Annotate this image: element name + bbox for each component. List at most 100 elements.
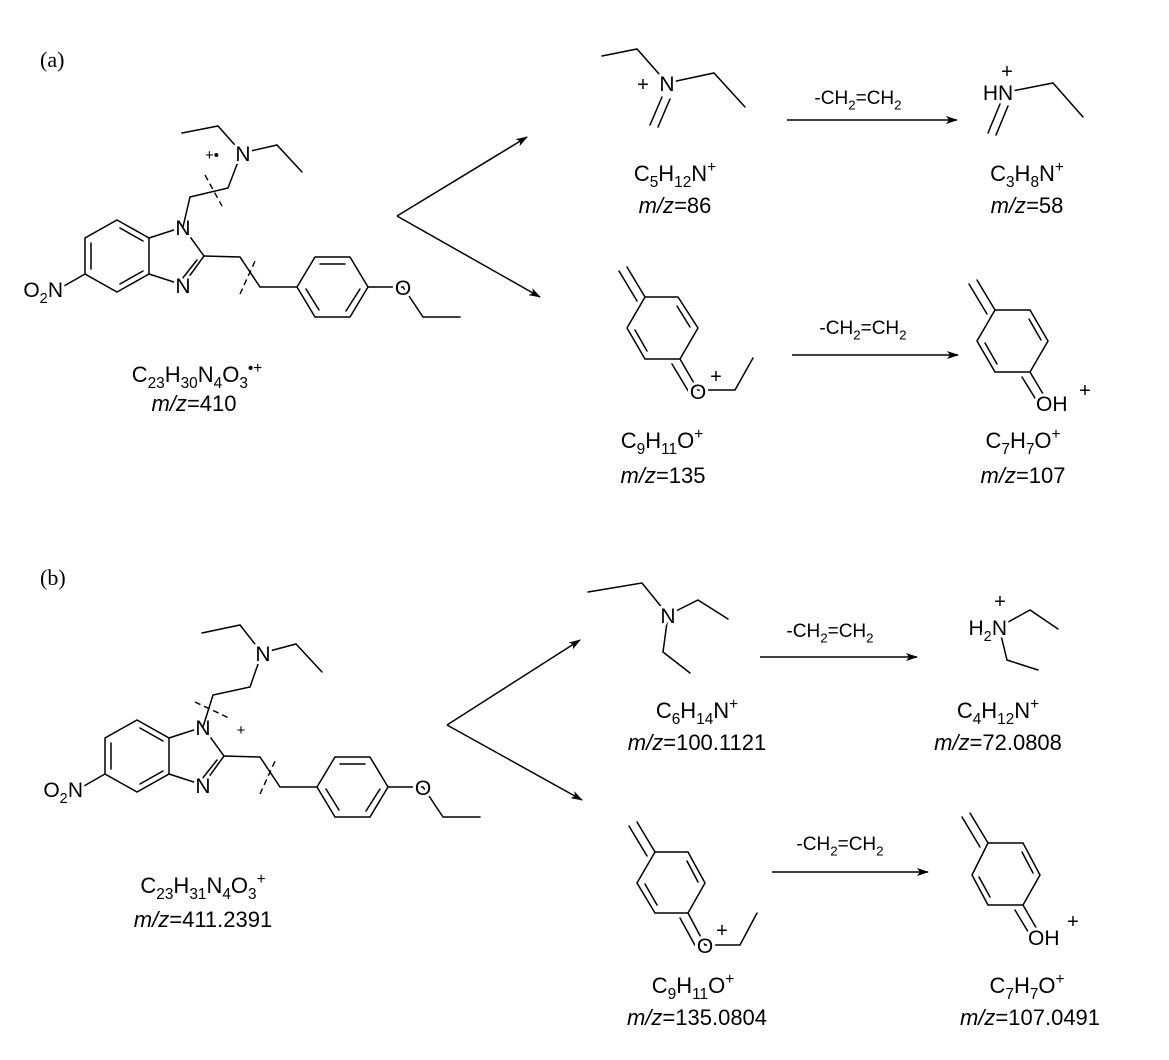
parent-molecule: N N O2N O N + C23H31N4O3+ m/z=411.2391: [40, 624, 481, 932]
bond: [969, 812, 989, 844]
bond: [968, 283, 988, 315]
atom-n: N: [659, 73, 674, 96]
bond: [181, 259, 198, 280]
neutral-loss-label: -CH2=CH2: [819, 318, 906, 342]
bond: [119, 270, 144, 285]
bond: [1006, 82, 1084, 118]
bond: [961, 816, 981, 848]
bond: [679, 917, 698, 950]
bond: [626, 296, 699, 360]
bond: [84, 219, 150, 293]
bond: [587, 582, 669, 616]
bond: [104, 719, 170, 793]
bond: [119, 227, 144, 242]
oxonium-product: OH + C7H7O+ m/z=107.0491: [960, 812, 1100, 1030]
cleavage-mark: [259, 758, 277, 795]
fragment-formula: C7H7O+: [989, 971, 1064, 1003]
charge-plus: +: [710, 366, 722, 388]
bond: [365, 788, 381, 812]
bond: [686, 860, 699, 883]
bond: [976, 309, 1049, 373]
parent-formula: C23H31N4O3+: [140, 871, 265, 903]
atom-h2n: H2N: [968, 617, 1007, 645]
benzimidazole-core: N N O2N O: [20, 214, 461, 318]
fragment-mz: m/z=100.1121: [628, 730, 766, 755]
bond: [649, 96, 663, 126]
atom-oh: OH: [1028, 927, 1060, 950]
radical-cation-mark: +•: [205, 147, 219, 164]
fragment-formula: C9H11O+: [652, 971, 734, 1003]
bond: [1028, 318, 1042, 341]
benzimidazole-core: N N O2N O: [40, 714, 481, 818]
bond: [998, 609, 1059, 630]
bond: [704, 912, 758, 946]
bond: [697, 357, 754, 391]
bond: [676, 305, 691, 328]
fragment-mz: m/z=58: [991, 193, 1064, 218]
atom-n3: N: [195, 775, 210, 798]
bond: [83, 773, 106, 787]
bond: [636, 851, 706, 914]
atom-n1: N: [195, 717, 210, 740]
fragment-mz: m/z=86: [639, 193, 712, 218]
bond: [687, 912, 706, 946]
bond: [995, 105, 1009, 136]
arrow-to-oxonium-fragment: [446, 724, 583, 801]
cation-mark: +: [237, 722, 246, 739]
charge-plus: +: [637, 74, 649, 96]
charge-plus: +: [1067, 911, 1079, 933]
bond: [634, 329, 648, 352]
neutral-loss-label: -CH2=CH2: [814, 88, 901, 112]
amine-nitrogen: N: [235, 143, 250, 166]
fragment-mz: m/z=135.0804: [627, 1005, 767, 1030]
bond: [325, 788, 340, 811]
bond: [976, 279, 996, 311]
panel-a: (a) N N O2N O: [20, 47, 1091, 488]
atom-n1: N: [175, 217, 190, 240]
fragment-formula: C7H7O+: [985, 426, 1060, 458]
bond: [671, 363, 691, 395]
bond: [63, 273, 86, 287]
nitro-group: O2N: [43, 779, 83, 807]
bond: [618, 270, 638, 302]
parent-molecule: N N O2N O N +• C23H30N4O3•+ m/z=410: [20, 125, 461, 416]
fragment-mz: m/z=107.0491: [960, 1005, 1100, 1030]
amine-nitrogen: N: [255, 643, 270, 666]
neutral-loss-label: -CH2=CH2: [796, 834, 883, 858]
atom-hn: HN: [983, 82, 1013, 105]
bond: [987, 103, 1001, 134]
atom-o: O: [690, 381, 706, 404]
fragment-formula: C3H8N+: [990, 159, 1064, 191]
oxonium-fragment: O + C9H11O+ m/z=135: [618, 266, 754, 488]
bond: [305, 288, 320, 311]
bond: [1022, 904, 1039, 932]
bond: [261, 643, 323, 673]
fragment-formula: C4H12N+: [957, 696, 1039, 728]
oxonium-fragment: O + C9H11O+ m/z=135.0804: [627, 821, 767, 1030]
bond: [139, 727, 164, 742]
fragment-mz: m/z=107: [980, 463, 1065, 488]
amine-fragment: N + C5H12N+ m/z=86: [601, 48, 746, 218]
bond: [601, 48, 668, 84]
bond: [998, 626, 1039, 671]
charge-plus: +: [994, 591, 1006, 613]
parent-mz: m/z=410: [151, 391, 236, 416]
neutral-loss-label: -CH2=CH2: [786, 621, 873, 645]
ether-oxygen: O: [415, 777, 431, 800]
bond: [181, 125, 243, 154]
fragment-formula: C9H11O+: [621, 426, 703, 458]
bond: [644, 883, 658, 906]
bond: [667, 599, 729, 620]
cleavage-mark: [194, 701, 230, 719]
fragment-formula: C5H12N+: [634, 159, 716, 191]
fragment-mz: m/z=135: [620, 463, 705, 488]
fragment-formula: C6H14N+: [656, 696, 738, 728]
fragment-mz: m/z=72.0808: [934, 730, 1062, 755]
bond: [1021, 851, 1034, 874]
bond: [201, 759, 218, 780]
arrow-to-amine-fragment: [396, 136, 528, 217]
bond: [387, 786, 481, 818]
bond: [978, 876, 991, 898]
cleavage-mark: [204, 174, 223, 207]
bond: [971, 842, 1041, 906]
